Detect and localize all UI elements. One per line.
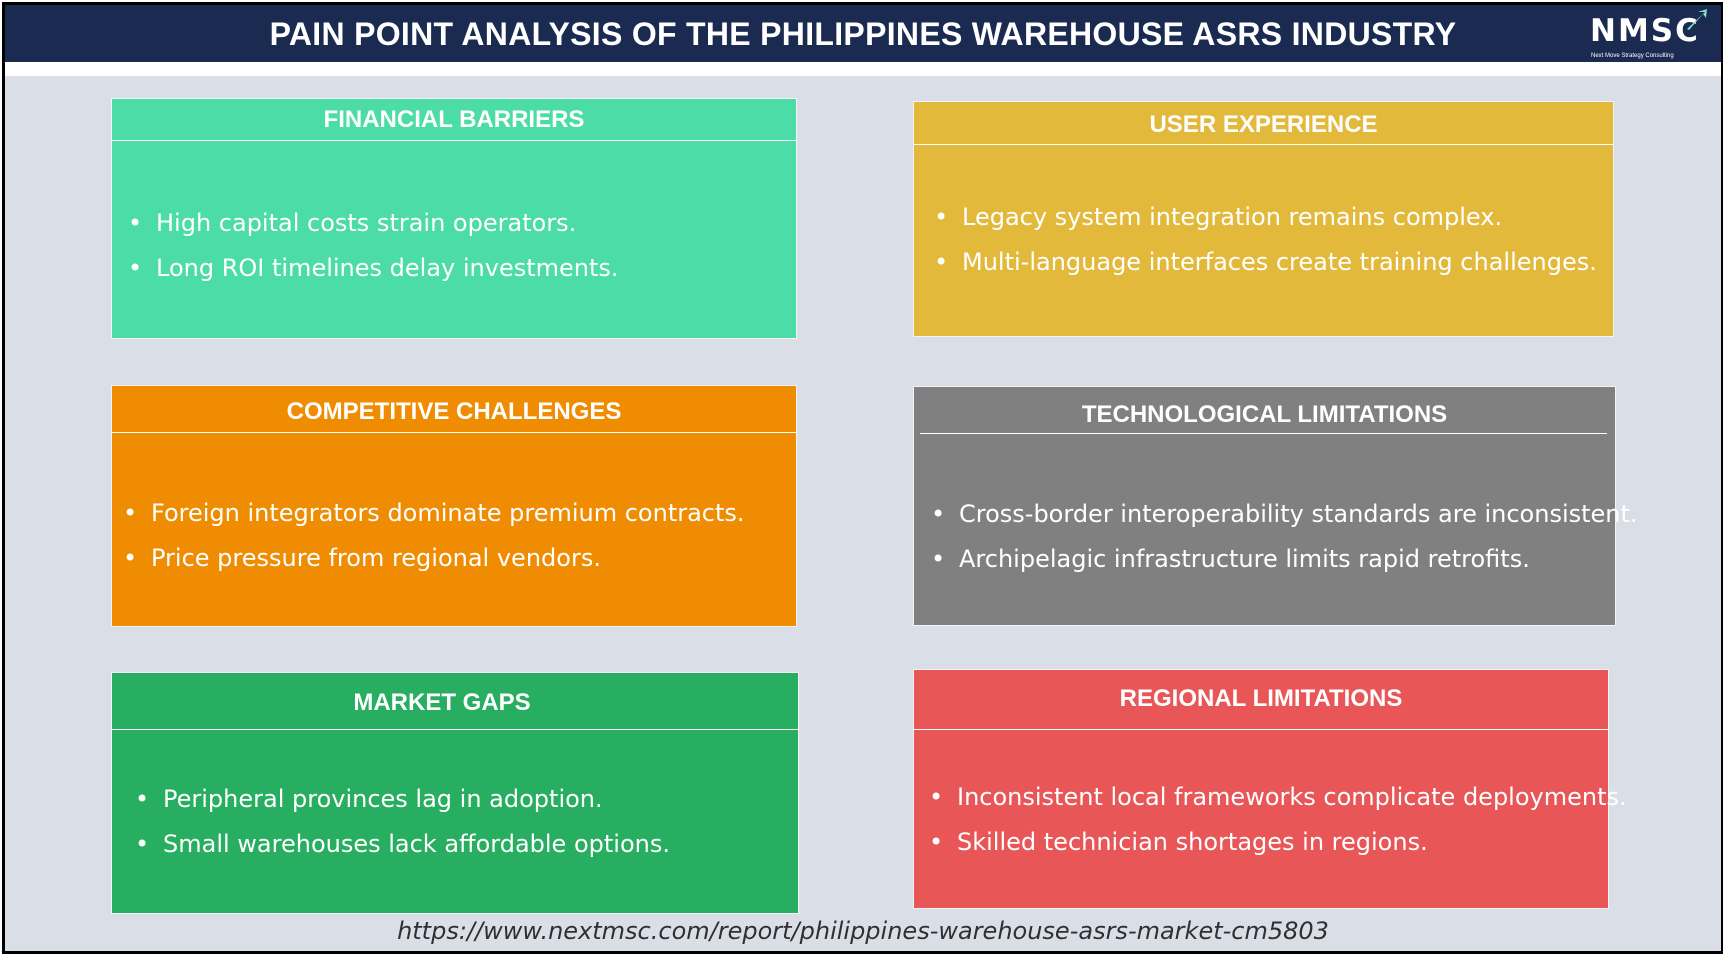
- card-points: • Peripheral provinces lag in adoption. •…: [135, 785, 670, 875]
- bullet-icon: •: [128, 209, 143, 237]
- point-text: Multi-language interfaces create trainin…: [962, 248, 1597, 276]
- point-text: Legacy system integration remains comple…: [962, 203, 1503, 231]
- list-item: • Archipelagic infrastructure limits rapi…: [931, 545, 1638, 573]
- point-text: Peripheral provinces lag in adoption.: [163, 785, 603, 813]
- card-title: COMPETITIVE CHALLENGES: [286, 398, 622, 425]
- point-text: Skilled technician shortages in regions.: [957, 828, 1428, 856]
- list-item: • Skilled technician shortages in regions…: [929, 828, 1627, 856]
- point-text: Price pressure from regional vendors.: [151, 544, 601, 572]
- card-technological-limitations: TECHNOLOGICAL LIMITATIONS • Cross-border …: [913, 386, 1638, 626]
- list-item: • Foreign integrators dominate premium co…: [123, 499, 745, 527]
- bullet-icon: •: [128, 254, 143, 282]
- logo-subtitle: Next Move Strategy Consulting: [1591, 53, 1674, 59]
- arrow-logo-icon: [1687, 9, 1707, 30]
- header-bar: PAIN POINT ANALYSIS OF THE PHILIPPINES W…: [5, 5, 1721, 62]
- card-points: • Foreign integrators dominate premium co…: [123, 499, 745, 589]
- card-divider: [914, 144, 1613, 145]
- card-divider: [112, 140, 796, 141]
- list-item: • Small warehouses lack affordable option…: [135, 830, 670, 858]
- bullet-icon: •: [931, 545, 946, 573]
- bullet-icon: •: [123, 544, 138, 572]
- card-title: TECHNOLOGICAL LIMITATIONS: [1081, 401, 1448, 428]
- card-financial-barriers: FINANCIAL BARRIERS • High capital costs s…: [111, 98, 797, 339]
- card-divider: [112, 729, 798, 730]
- card-divider: [914, 729, 1608, 730]
- page-title: PAIN POINT ANALYSIS OF THE PHILIPPINES W…: [269, 16, 1457, 52]
- point-text: Inconsistent local frameworks complicate…: [957, 783, 1627, 811]
- bullet-icon: •: [135, 785, 150, 813]
- point-text: High capital costs strain operators.: [156, 209, 577, 237]
- card-points: • Legacy system integration remains compl…: [934, 203, 1597, 293]
- bullet-icon: •: [931, 500, 946, 528]
- bullet-icon: •: [934, 203, 949, 231]
- list-item: • Peripheral provinces lag in adoption.: [135, 785, 670, 813]
- card-market-gaps: MARKET GAPS • Peripheral provinces lag in…: [111, 672, 799, 914]
- list-item: • Price pressure from regional vendors.: [123, 544, 745, 572]
- list-item: • Legacy system integration remains compl…: [934, 203, 1597, 231]
- card-divider: [920, 433, 1607, 434]
- source-url: https://www.nextmsc.com/report/philippin…: [397, 917, 1329, 945]
- card-regional-limitations: REGIONAL LIMITATIONS • Inconsistent local…: [913, 669, 1627, 909]
- card-title: REGIONAL LIMITATIONS: [1119, 685, 1403, 712]
- nmsc-logo: NMSC Next Move Strategy Consulting: [1590, 9, 1710, 59]
- bullet-icon: •: [934, 248, 949, 276]
- bullet-icon: •: [123, 499, 138, 527]
- list-item: • Inconsistent local frameworks complicat…: [929, 783, 1627, 811]
- bullet-icon: •: [929, 828, 944, 856]
- point-text: Long ROI timelines delay investments.: [156, 254, 619, 282]
- card-competitive-challenges: COMPETITIVE CHALLENGES • Foreign integrat…: [111, 385, 797, 627]
- card-title: FINANCIAL BARRIERS: [323, 106, 585, 133]
- logo-text: NMSC: [1590, 13, 1700, 49]
- point-text: Small warehouses lack affordable options…: [163, 830, 670, 858]
- list-item: • Cross-border interoperability standards…: [931, 500, 1638, 528]
- card-title: USER EXPERIENCE: [1149, 111, 1378, 138]
- point-text: Cross-border interoperability standards …: [959, 500, 1638, 528]
- card-points: • Inconsistent local frameworks complicat…: [929, 783, 1627, 873]
- point-text: Foreign integrators dominate premium con…: [151, 499, 745, 527]
- header-underline: [5, 62, 1721, 76]
- point-text: Archipelagic infrastructure limits rapid…: [959, 545, 1530, 573]
- bullet-icon: •: [135, 830, 150, 858]
- card-points: • Cross-border interoperability standards…: [931, 500, 1638, 590]
- list-item: • Multi-language interfaces create traini…: [934, 248, 1597, 276]
- list-item: • Long ROI timelines delay investments.: [128, 254, 619, 282]
- card-title: MARKET GAPS: [353, 689, 531, 716]
- card-points: • High capital costs strain operators. • L…: [128, 209, 619, 299]
- card-user-experience: USER EXPERIENCE • Legacy system integrati…: [913, 101, 1614, 337]
- list-item: • High capital costs strain operators.: [128, 209, 619, 237]
- bullet-icon: •: [929, 783, 944, 811]
- card-divider: [112, 432, 796, 433]
